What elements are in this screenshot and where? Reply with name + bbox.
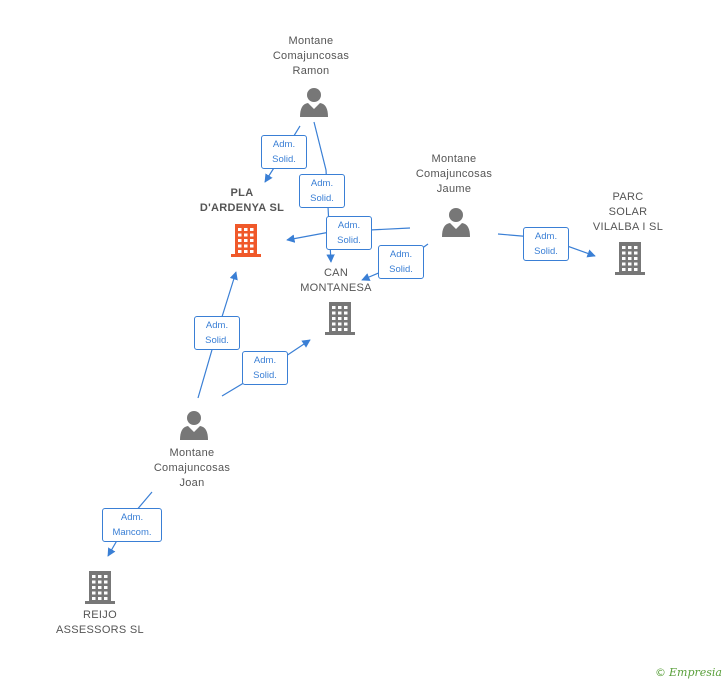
person-icon-ramon[interactable] xyxy=(300,88,328,117)
building-icon-pla[interactable] xyxy=(231,224,261,257)
icons-layer xyxy=(85,88,645,604)
building-icon-reijo[interactable] xyxy=(85,571,115,604)
brand-label: Empresia xyxy=(669,666,722,679)
node-label-joan[interactable]: Montane Comajuncosas Joan xyxy=(153,447,231,489)
copyright-icon: © xyxy=(655,666,666,679)
node-label-parc[interactable]: PARC SOLAR VILALBA I SL xyxy=(592,191,664,233)
edge-badge-e2[interactable]: Adm. Solid. xyxy=(299,174,345,208)
node-label-jaume[interactable]: Montane Comajuncosas Jaume xyxy=(415,153,493,195)
building-icon-can[interactable] xyxy=(325,302,355,335)
node-label-reijo[interactable]: REIJO ASSESSORS SL xyxy=(56,609,144,636)
edge-badge-e7[interactable]: Adm. Solid. xyxy=(242,351,288,385)
person-icon-joan[interactable] xyxy=(180,411,208,440)
edge-badge-e6[interactable]: Adm. Solid. xyxy=(194,316,240,350)
node-label-can[interactable]: CAN MONTANESA xyxy=(300,267,372,294)
edge-badge-e4[interactable]: Adm. Solid. xyxy=(378,245,424,279)
edge-badge-e1[interactable]: Adm. Solid. xyxy=(261,135,307,169)
building-icon-parc[interactable] xyxy=(615,242,645,275)
node-label-ramon[interactable]: Montane Comajuncosas Ramon xyxy=(272,35,350,77)
node-label-pla[interactable]: PLA D'ARDENYA SL xyxy=(199,187,285,214)
person-icon-jaume[interactable] xyxy=(442,208,470,237)
empresia-credit[interactable]: ©Empresia xyxy=(655,666,722,679)
edge-badge-e3[interactable]: Adm. Solid. xyxy=(326,216,372,250)
edge-badge-e5[interactable]: Adm. Solid. xyxy=(523,227,569,261)
edge-badge-e8[interactable]: Adm. Mancom. xyxy=(102,508,162,542)
